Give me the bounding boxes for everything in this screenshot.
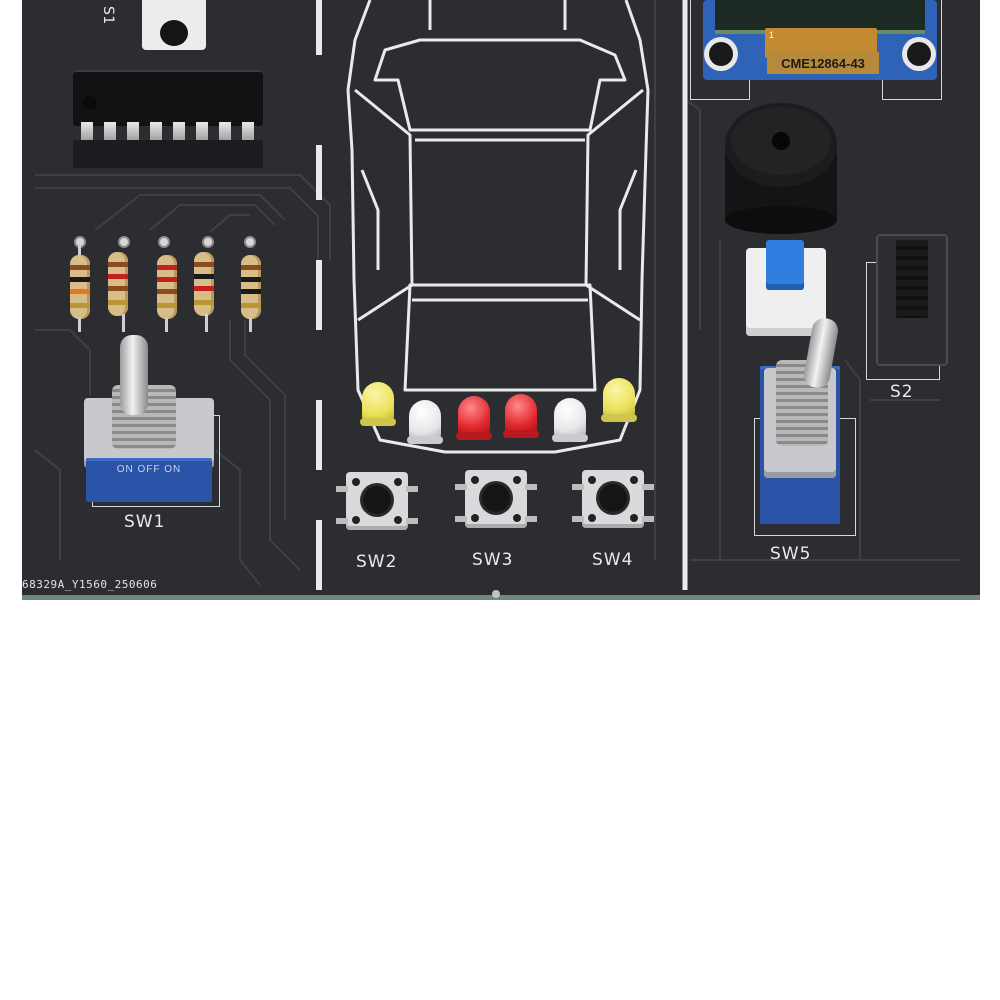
lead xyxy=(165,318,168,332)
ic-pin xyxy=(242,122,254,142)
board-serial-code: 68329A_Y1560_250606 xyxy=(22,578,158,591)
car-outline-icon xyxy=(346,0,650,454)
led-rim xyxy=(503,430,539,438)
ic-pin xyxy=(150,122,162,142)
lead xyxy=(122,314,125,332)
s1-switch-slot xyxy=(160,20,188,46)
ic-pin xyxy=(173,122,185,142)
sw4-tactile-button[interactable] xyxy=(572,470,654,528)
sw3-label: SW3 xyxy=(472,550,514,570)
resistor-icon xyxy=(241,255,261,319)
led-rim xyxy=(407,436,443,444)
lead xyxy=(205,314,208,332)
s1-label: S1 xyxy=(100,6,116,25)
tactile-button-icon[interactable] xyxy=(599,484,627,512)
led-rim xyxy=(360,418,396,426)
resistor-icon xyxy=(194,252,214,316)
lead xyxy=(78,318,81,332)
sw3-tactile-button[interactable] xyxy=(455,470,537,528)
ic-socket xyxy=(73,140,263,168)
resistor-icon xyxy=(108,252,128,316)
lead xyxy=(78,246,81,260)
silkscreen-traces xyxy=(34,0,960,590)
s2-label: S2 xyxy=(890,382,914,402)
ic-pin xyxy=(196,122,208,142)
oled-model-label: CME12864-43 xyxy=(767,52,879,74)
led-icon xyxy=(458,396,490,436)
buzzer-icon xyxy=(725,103,837,234)
ic-notch xyxy=(83,96,97,110)
oled-pin-marker: 1 xyxy=(769,30,775,40)
tactile-button-icon[interactable] xyxy=(363,486,391,514)
mounting-hole xyxy=(709,42,733,66)
mounting-hole xyxy=(907,42,931,66)
board-edge-mark xyxy=(492,590,500,598)
led-rim xyxy=(552,434,588,442)
pad xyxy=(244,236,256,248)
led-icon xyxy=(554,398,586,438)
sw2-tactile-button[interactable] xyxy=(336,472,418,530)
sw1-switch-housing: ON OFF ON xyxy=(86,458,212,502)
slide-knob[interactable] xyxy=(896,240,928,318)
pad xyxy=(118,236,130,248)
ic-pin xyxy=(127,122,139,142)
dip-ic-chip xyxy=(73,70,263,168)
ic-pin xyxy=(104,122,116,142)
oled-display-module: 1 CME12864-43 xyxy=(703,0,937,80)
sw5-label: SW5 xyxy=(770,544,812,564)
lead xyxy=(249,318,252,332)
sw1-label: SW1 xyxy=(124,512,166,532)
led-icon xyxy=(409,400,441,440)
sw1-markings: ON OFF ON xyxy=(116,464,182,475)
sw4-label: SW4 xyxy=(592,550,634,570)
resistor-icon xyxy=(157,255,177,319)
sw2-label: SW2 xyxy=(356,552,398,572)
led-rim xyxy=(601,414,637,422)
ic-body xyxy=(73,70,263,126)
ic-pin xyxy=(219,122,231,142)
pad xyxy=(158,236,170,248)
led-icon xyxy=(362,382,394,422)
product-photo: S1 xyxy=(22,0,980,600)
push-switch-cap[interactable] xyxy=(766,240,804,290)
tactile-button-icon[interactable] xyxy=(482,484,510,512)
toggle-switch-icon[interactable] xyxy=(120,335,148,415)
resistor-icon xyxy=(70,255,90,319)
led-rim xyxy=(456,432,492,440)
ic-pin xyxy=(81,122,93,142)
led-icon xyxy=(505,394,537,434)
pad xyxy=(202,236,214,248)
led-icon xyxy=(603,378,635,418)
